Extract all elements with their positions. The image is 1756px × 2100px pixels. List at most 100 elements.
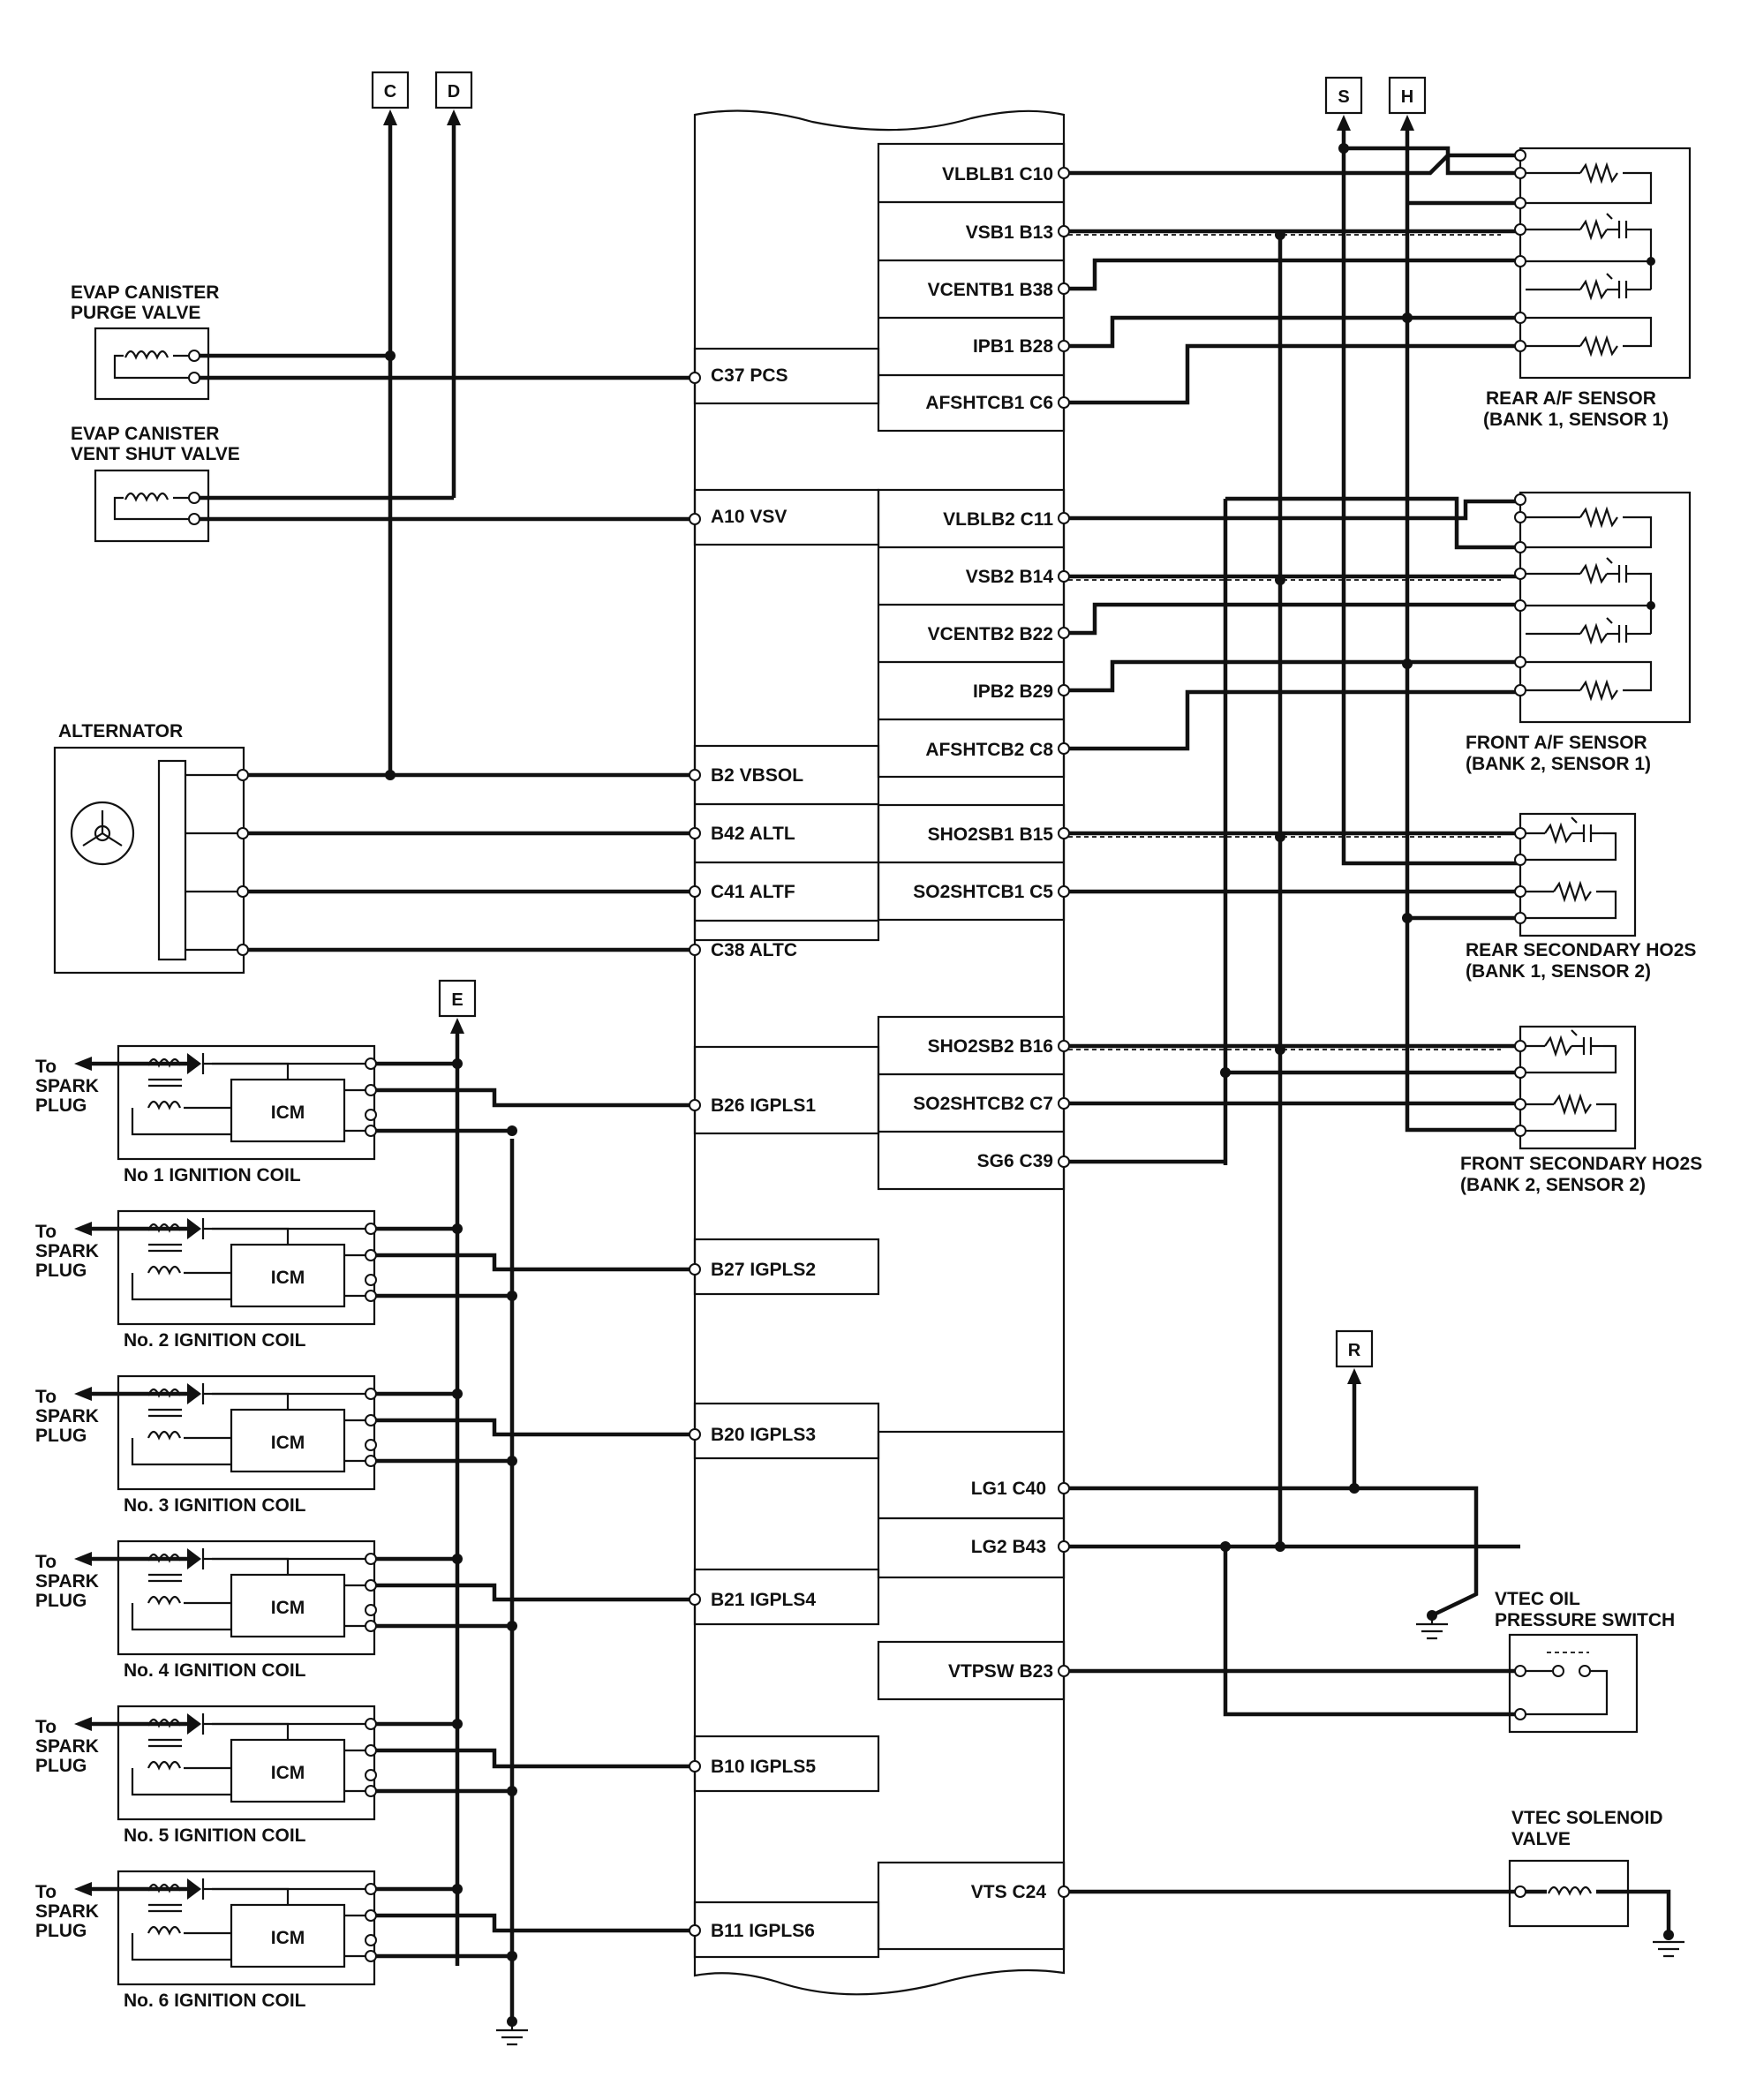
to-spark-plug-label: SPARK xyxy=(35,1076,99,1096)
vtec-sol-label-2: VALVE xyxy=(1511,1829,1571,1849)
pin-vtpsw-b23: VTPSW B23 xyxy=(948,1661,1053,1682)
coil-name-label: No. 3 IGNITION COIL xyxy=(124,1495,306,1516)
pin-lg1-c40: LG1 C40 xyxy=(971,1479,1046,1499)
sensor-elements xyxy=(1514,149,1655,1137)
vtec-solenoid-valve: VTEC SOLENOID VALVE xyxy=(1508,1808,1684,1958)
pin-afshtcb2-c8: AFSHTCB2 C8 xyxy=(925,740,1053,760)
ecm-right-connectors xyxy=(689,167,1070,1937)
to-spark-plug-label: To xyxy=(35,1552,57,1572)
pin-b21-igpls4: B21 IGPLS4 xyxy=(711,1590,816,1610)
pin-vts-c24: VTS C24 xyxy=(971,1882,1047,1902)
pin-b2-vbsol: B2 VBSOL xyxy=(711,765,803,786)
right-wiring xyxy=(1068,131,1520,1894)
front-af-label-2: (BANK 2, SENSOR 1) xyxy=(1466,754,1651,774)
pin-b20-igpls3: B20 IGPLS3 xyxy=(711,1425,816,1445)
pin-sho2sb2-b16: SHO2SB2 B16 xyxy=(928,1036,1053,1057)
coil-name-label: No. 2 IGNITION COIL xyxy=(124,1330,306,1351)
pin-ipb1-b28: IPB1 B28 xyxy=(973,336,1053,357)
vtec-sol-label-1: VTEC SOLENOID xyxy=(1511,1808,1663,1828)
left-top-wiring xyxy=(194,125,695,952)
to-spark-plug-label: To xyxy=(35,1882,57,1902)
pin-ipb2-b29: IPB2 B29 xyxy=(973,681,1053,702)
rear-af-label-2: (BANK 1, SENSOR 1) xyxy=(1483,410,1669,430)
pin-so2shtcb1-c5: SO2SHTCB1 C5 xyxy=(913,882,1053,902)
vtec-psw-label-2: PRESSURE SWITCH xyxy=(1495,1610,1675,1630)
terminal-flags: C D S H E R xyxy=(371,71,1427,1384)
ignition-rails xyxy=(455,1034,528,2046)
pin-c37-pcs: C37 PCS xyxy=(711,365,788,386)
pin-vcentb2-b22: VCENTB2 B22 xyxy=(928,624,1053,644)
rear-ho2s-label-1: REAR SECONDARY HO2S xyxy=(1466,940,1696,960)
to-spark-plug-label: To xyxy=(35,1057,57,1077)
to-spark-plug-label: PLUG xyxy=(35,1756,87,1776)
pin-vlblb1-c10: VLBLB1 C10 xyxy=(942,164,1053,184)
pin-b26-igpls1: B26 IGPLS1 xyxy=(711,1095,816,1116)
front-af-sensor: FRONT A/F SENSOR (BANK 2, SENSOR 1) xyxy=(1466,491,1692,774)
pin-sho2sb1-b15: SHO2SB1 B15 xyxy=(928,824,1054,845)
terminal-r: R xyxy=(1348,1341,1361,1360)
coil-name-label: No. 4 IGNITION COIL xyxy=(124,1660,306,1681)
front-af-label-1: FRONT A/F SENSOR xyxy=(1466,733,1647,753)
pin-vlblb2-c11: VLBLB2 C11 xyxy=(943,509,1053,530)
coil-name-label: No. 6 IGNITION COIL xyxy=(124,1991,306,2011)
terminal-c: C xyxy=(384,82,396,102)
to-spark-plug-label: PLUG xyxy=(35,1426,87,1446)
vtec-oil-pressure-switch: VTEC OIL PRESSURE SWITCH xyxy=(1495,1589,1675,1734)
coil-name-label: No 1 IGNITION COIL xyxy=(124,1165,301,1185)
alternator-label: ALTERNATOR xyxy=(58,721,183,741)
to-spark-plug-label: PLUG xyxy=(35,1921,87,1941)
vent-valve-label-2: VENT SHUT VALVE xyxy=(71,444,240,464)
pin-so2shtcb2-c7: SO2SHTCB2 C7 xyxy=(913,1094,1053,1114)
icm-label: ICM xyxy=(271,1433,305,1453)
to-spark-plug-label: PLUG xyxy=(35,1095,87,1116)
terminal-e: E xyxy=(451,990,463,1010)
purge-valve-label-2: PURGE VALVE xyxy=(71,303,200,323)
pin-vcentb1-b38: VCENTB1 B38 xyxy=(928,280,1054,300)
pin-c41-altf: C41 ALTF xyxy=(711,882,795,902)
pin-b42-altl: B42 ALTL xyxy=(711,824,795,844)
alternator-symbol-icon xyxy=(70,801,135,866)
icm-label: ICM xyxy=(271,1268,305,1288)
front-secondary-ho2s: FRONT SECONDARY HO2S (BANK 2, SENSOR 2) xyxy=(1460,1025,1702,1195)
evap-purge-valve: EVAP CANISTER PURGE VALVE xyxy=(71,282,219,401)
rear-af-label-1: REAR A/F SENSOR xyxy=(1486,388,1656,409)
coil-name-label: No. 5 IGNITION COIL xyxy=(124,1825,306,1846)
ecm-right-pin-labels: VLBLB1 C10 VSB1 B13 VCENTB1 B38 IPB1 B28… xyxy=(913,164,1053,1902)
pin-afshtcb1-c6: AFSHTCB1 C6 xyxy=(925,393,1053,413)
pin-sg6-c39: SG6 C39 xyxy=(977,1151,1053,1171)
icm-label: ICM xyxy=(271,1928,305,1948)
vtec-psw-label-1: VTEC OIL xyxy=(1495,1589,1580,1609)
pin-vsb1-b13: VSB1 B13 xyxy=(966,222,1053,243)
to-spark-plug-label: SPARK xyxy=(35,1406,99,1426)
to-spark-plug-label: PLUG xyxy=(35,1591,87,1611)
icm-label: ICM xyxy=(271,1103,305,1123)
to-spark-plug-label: PLUG xyxy=(35,1261,87,1281)
to-spark-plug-label: SPARK xyxy=(35,1571,99,1592)
icm-label: ICM xyxy=(271,1763,305,1783)
to-spark-plug-label: SPARK xyxy=(35,1736,99,1757)
terminal-s: S xyxy=(1338,87,1349,107)
to-spark-plug-label: To xyxy=(35,1222,57,1242)
purge-valve-label-1: EVAP CANISTER xyxy=(71,282,219,303)
vent-valve-label-1: EVAP CANISTER xyxy=(71,424,219,444)
ecm-left-pin-labels: C37 PCS A10 VSV B2 VBSOL B42 ALTL C41 AL… xyxy=(711,365,816,1941)
icm-label: ICM xyxy=(271,1598,305,1618)
pin-b10-igpls5: B10 IGPLS5 xyxy=(711,1757,816,1777)
front-ho2s-label-2: (BANK 2, SENSOR 2) xyxy=(1460,1175,1646,1195)
rear-secondary-ho2s: REAR SECONDARY HO2S (BANK 1, SENSOR 2) xyxy=(1466,812,1696,982)
front-ho2s-label-1: FRONT SECONDARY HO2S xyxy=(1460,1154,1702,1174)
to-spark-plug-label: To xyxy=(35,1717,57,1737)
to-spark-plug-label: To xyxy=(35,1387,57,1407)
pin-vsb2-b14: VSB2 B14 xyxy=(966,567,1054,587)
pin-c38-altc: C38 ALTC xyxy=(711,940,797,960)
pin-b27-igpls2: B27 IGPLS2 xyxy=(711,1260,816,1280)
to-spark-plug-label: SPARK xyxy=(35,1901,99,1922)
terminal-d: D xyxy=(448,82,460,102)
